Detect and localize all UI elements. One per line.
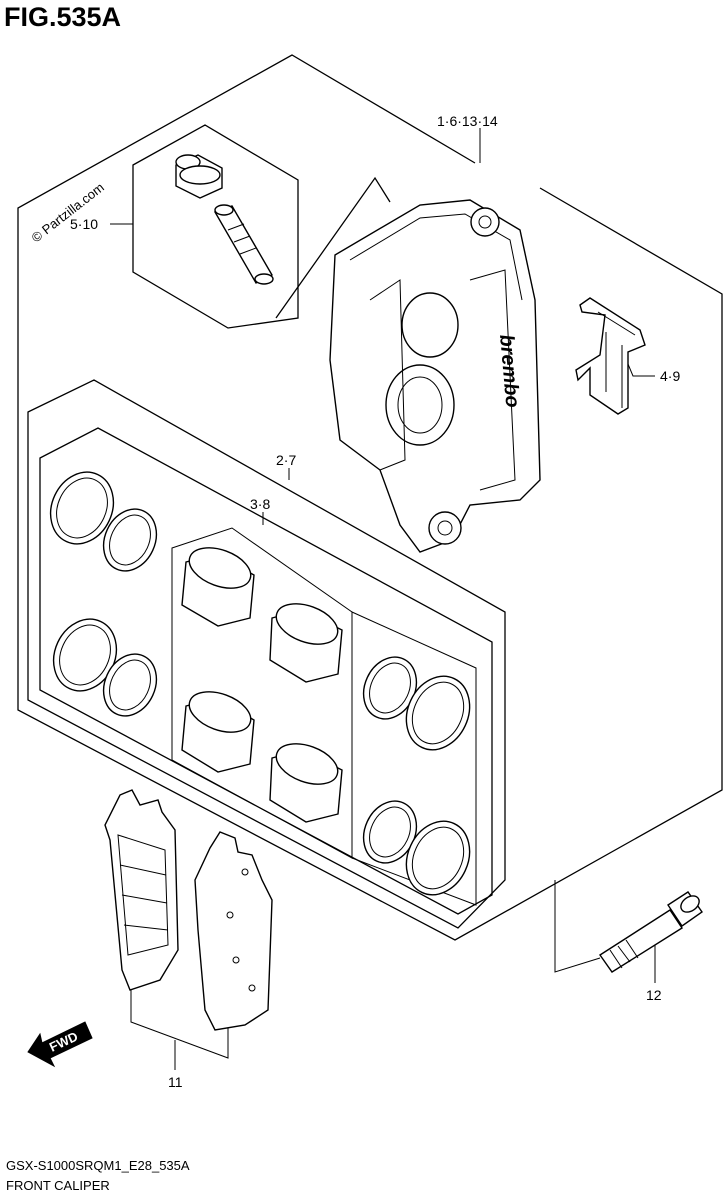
- piston-seal-icon: [52, 618, 118, 692]
- piston-seal-icon: [49, 471, 115, 545]
- pad-spring-callout: 4·9: [660, 368, 680, 384]
- seal-set-frame: [27, 379, 506, 929]
- bolt-callout: 12: [646, 987, 662, 1003]
- pad-bracket: [130, 990, 229, 1059]
- seal-subpanel: [351, 611, 477, 906]
- bleeder-kit-pointer: [275, 176, 391, 319]
- seal-set-callout: 2·7: [276, 452, 296, 468]
- bolt-bracket: [554, 880, 601, 973]
- brake-caliper-icon: brembo: [329, 199, 541, 553]
- diagram-name: FRONT CALIPER: [6, 1178, 110, 1193]
- bleeder-screw-icon: [213, 204, 274, 285]
- pad-set-callout: 11: [168, 1074, 183, 1090]
- caliper-assembly-frame: [17, 54, 723, 941]
- piston-icon: [181, 547, 255, 627]
- bleeder-callout: 5·10: [70, 216, 98, 232]
- piston-icon: [269, 603, 343, 683]
- brake-pad-icon: [194, 831, 273, 1031]
- piston-icon: [269, 743, 343, 823]
- piston-seal-icon: [102, 508, 158, 572]
- pad-spring-icon: [575, 297, 646, 415]
- dust-seal-icon: [405, 820, 471, 896]
- bleeder-cap-icon: [175, 154, 223, 199]
- piston-seal-icon: [102, 653, 158, 717]
- brake-pad-icon: [104, 789, 179, 991]
- piston-set-frame: [39, 427, 493, 915]
- mounting-bolt-icon: [599, 891, 703, 973]
- figure-title: FIG.535A: [4, 2, 122, 32]
- diagram-code: GSX-S1000SRQM1_E28_535A: [6, 1158, 190, 1173]
- watermark-text: © Partzilla.com: [29, 180, 107, 246]
- caliper-callout: 1·6·13·14: [437, 113, 498, 129]
- bleeder-kit-frame: [132, 124, 299, 329]
- dust-seal-icon: [405, 675, 471, 751]
- piston-set-callout: 3·8: [250, 496, 270, 512]
- forward-arrow-icon: FWD: [27, 1021, 93, 1068]
- piston-icon: [181, 691, 255, 773]
